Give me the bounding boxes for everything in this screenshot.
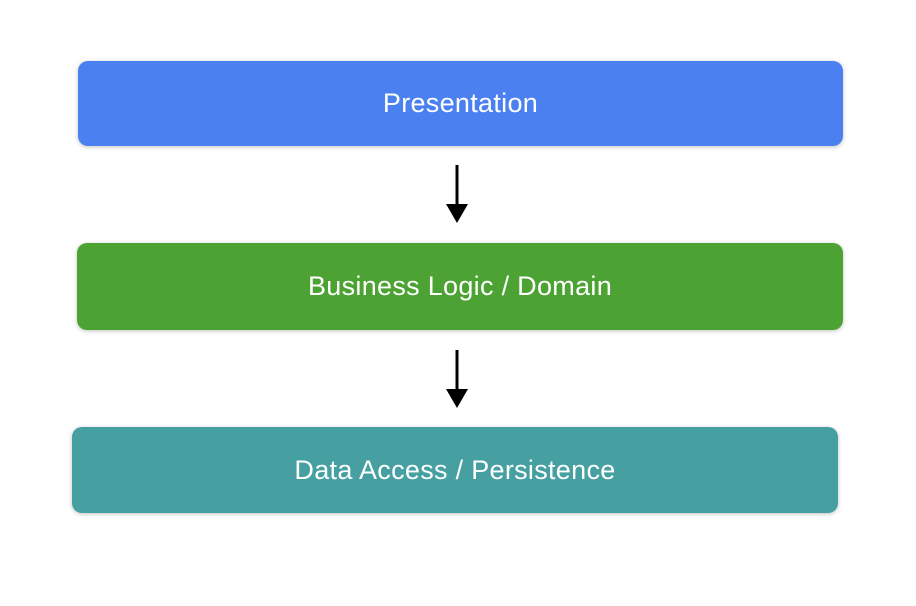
layer-box-data-access: Data Access / Persistence: [72, 427, 838, 513]
layer-box-business-logic: Business Logic / Domain: [77, 243, 843, 330]
arrow-down-icon: [446, 350, 468, 408]
layer-label-presentation: Presentation: [382, 88, 539, 118]
layer-label-business-logic: Business Logic / Domain: [307, 271, 613, 301]
arrow-down-icon: [446, 165, 468, 223]
layer-box-presentation: Presentation: [78, 61, 843, 146]
layer-label-data-access: Data Access / Persistence: [294, 454, 616, 485]
